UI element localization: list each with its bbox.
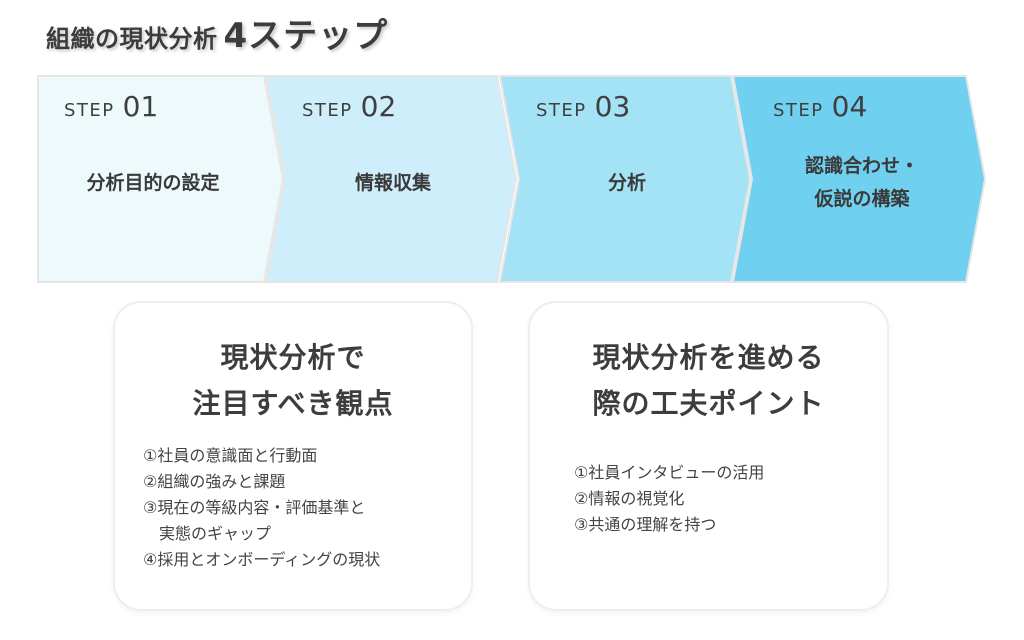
step-04-number: 04 xyxy=(831,90,868,123)
list-item: ④採用とオンボーディングの現状 xyxy=(143,550,381,569)
step-02-number: 02 xyxy=(360,90,397,123)
list-item: ①社員の意識面と行動面 xyxy=(143,446,318,465)
viewpoints-card: 現状分析で 注目すべき観点 ①社員の意識面と行動面 ②組織の強みと課題 ③現在の… xyxy=(113,301,473,611)
viewpoints-card-title: 現状分析で 注目すべき観点 xyxy=(192,341,394,420)
tips-card: 現状分析を進める 際の工夫ポイント ①社員インタビューの活用 ②情報の視覚化 ③… xyxy=(528,301,889,611)
step-02-label: 情報収集 xyxy=(354,171,431,194)
step-02-word: STEP xyxy=(302,100,353,121)
step-01-label: 分析目的の設定 xyxy=(86,171,220,194)
step-01-arrow-shape xyxy=(37,75,285,283)
step-02-heading: STEP 02 xyxy=(302,90,396,123)
title-accent-text: 4ステップ xyxy=(223,16,389,56)
step-04-arrow-shape xyxy=(731,75,987,283)
step-04-label: 認識合わせ・ 仮説の構築 xyxy=(804,155,919,210)
step-01-word: STEP xyxy=(64,100,115,121)
step-04-word: STEP xyxy=(773,100,824,121)
step-03-label: 分析 xyxy=(607,171,646,194)
step-03-number: 03 xyxy=(594,90,631,123)
step-01-heading: STEP 01 xyxy=(64,90,158,123)
step-03-arrow-shape xyxy=(498,75,752,283)
step-02-arrow-shape xyxy=(264,75,518,283)
page-title: 組織の現状分析 4ステップ xyxy=(46,8,388,60)
step-03-heading: STEP 03 xyxy=(536,90,630,123)
title-main-text: 組織の現状分析 xyxy=(46,25,218,53)
step-02: STEP 02 情報収集 xyxy=(264,75,518,283)
step-01-number: 01 xyxy=(122,90,159,123)
tips-list: ①社員インタビューの活用 ②情報の視覚化 ③共通の理解を持つ xyxy=(574,460,764,538)
list-item: ②情報の視覚化 xyxy=(574,489,685,508)
viewpoints-list: ①社員の意識面と行動面 ②組織の強みと課題 ③現在の等級内容・評価基準と 実態の… xyxy=(143,443,380,573)
list-item: ③共通の理解を持つ xyxy=(574,515,717,534)
step-03-word: STEP xyxy=(536,100,587,121)
step-01: STEP 01 分析目的の設定 xyxy=(37,75,285,283)
step-03: STEP 03 分析 xyxy=(498,75,752,283)
list-item: ②組織の強みと課題 xyxy=(143,472,286,491)
step-04: STEP 04 認識合わせ・ 仮説の構築 xyxy=(731,75,987,283)
list-item: ③現在の等級内容・評価基準と 実態のギャップ xyxy=(143,498,366,543)
step-flow: STEP 01 分析目的の設定 STEP 02 情報収集 STEP 03 分析 … xyxy=(0,0,1024,300)
tips-card-title: 現状分析を進める 際の工夫ポイント xyxy=(592,341,825,420)
step-04-heading: STEP 04 xyxy=(773,90,867,123)
list-item: ①社員インタビューの活用 xyxy=(574,463,765,482)
